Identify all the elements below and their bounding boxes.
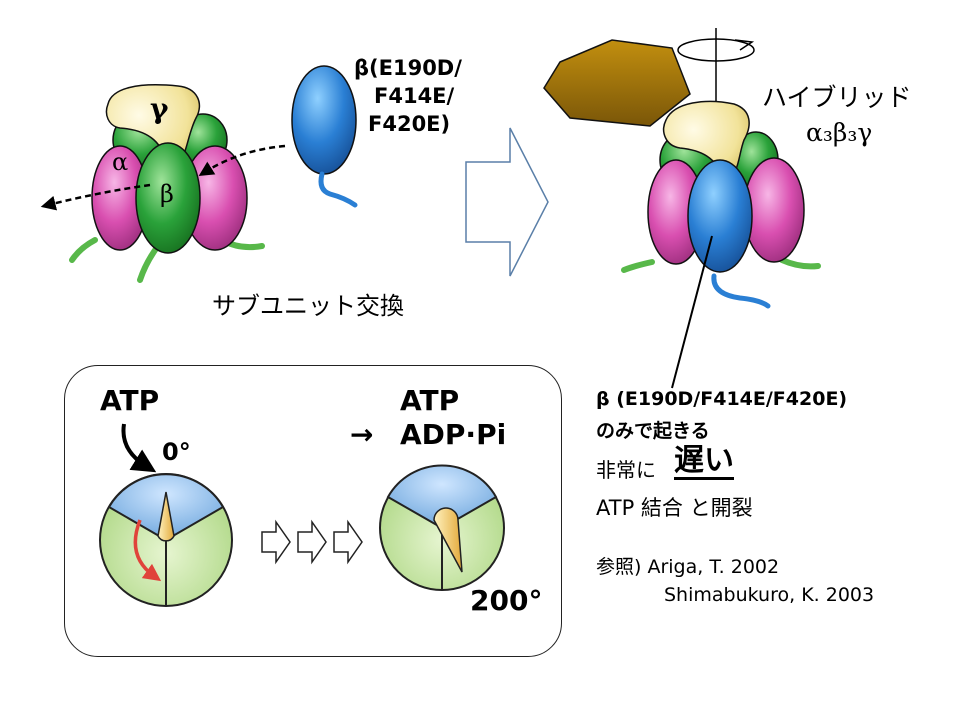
mutant-label-line2: F414E/ [374,84,455,108]
left-f1-assembly [40,84,286,283]
beta-mutant-tail [318,171,358,208]
step-arrow [333,519,363,565]
mutant-beta-subunit [291,65,358,208]
alpha-label: α [112,148,129,176]
reference-line2: Shimabukuro, K. 2003 [664,584,875,606]
rotation-arc [677,38,755,62]
pointer-line [671,235,713,389]
ring-blue-sector [386,464,498,530]
tail [137,243,161,283]
reference-line1: 参照) Ariga, T. 2002 [596,556,780,578]
tail [779,257,821,270]
gamma-tip [157,491,175,542]
rotation-red-arrow [133,519,162,582]
mutant-label-line1: β(E190D/ [354,56,462,80]
beta-label: β [160,180,174,208]
inset-frame [64,365,562,657]
inset-arrow: → [350,418,374,451]
note-line3-prefix: 非常に [596,458,656,482]
beta-subunit-front [135,142,201,254]
hybrid-formula: α₃β₃γ [806,118,873,147]
dashed-arrow-out [40,183,151,211]
tail [69,237,98,263]
inset-angle-start: 0° [162,438,191,466]
transition-arrow [465,127,549,277]
step-arrow [261,519,291,565]
dashed-arrow-in [198,144,286,176]
inset-atp-right: ATP [400,384,460,417]
note-emphasis: 遅い [674,443,734,480]
subunit-exchange-label: サブユニット交換 [212,292,404,320]
beta-mutant-body [291,65,357,175]
catalytic-state-end [379,464,505,591]
inset-atp-left: ATP [100,384,160,417]
gamma-tip [433,507,463,573]
inset-diagram [99,423,505,607]
note-line2: のみで起きる [596,420,710,442]
hybrid-f1-assembly [543,28,821,389]
step-arrows [261,519,363,565]
alpha-subunit [743,157,805,263]
catalytic-state-start [99,473,233,607]
atp-binding-arrow [121,423,157,473]
gamma-label: γ [150,92,169,125]
beta-mutant-tail [711,273,771,309]
beta-mutant-subunit [687,159,753,273]
hybrid-title: ハイブリッド [762,83,912,112]
note-line4: ATP 結合 と開裂 [596,496,753,520]
step-arrow [297,519,327,565]
inset-adp-pi: ADP·Pi [400,418,507,451]
tail [621,259,655,273]
mutant-label-line3: F420E) [368,112,451,136]
rotation-arrowhead [734,39,755,51]
inset-angle-end: 200° [470,584,543,617]
actin-filament [543,39,691,127]
note-line1: β (E190D/F414E/F420E) [596,388,848,410]
